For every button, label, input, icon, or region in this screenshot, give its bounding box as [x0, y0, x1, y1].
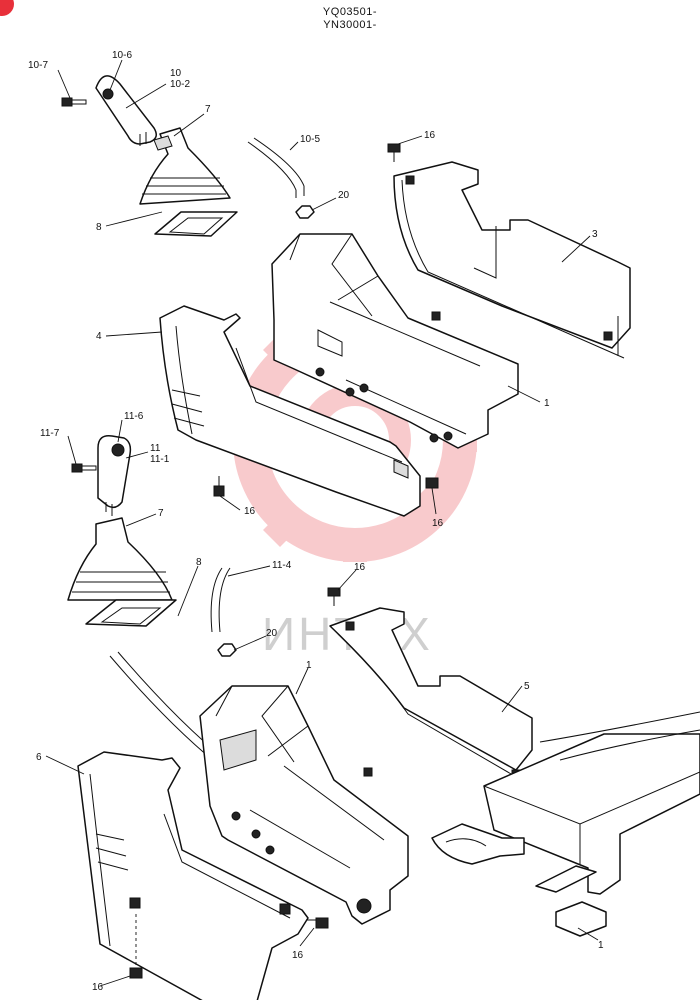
part-labels: 10-7 10-6 10 10-2 7 10-5 16 3 20 8 4 1 1…	[28, 50, 604, 993]
label-3: 3	[592, 229, 598, 240]
label-11-7: 11-7	[40, 428, 60, 439]
label-11: 11	[150, 443, 161, 454]
boot-plate-8	[154, 211, 238, 237]
nut-20-upper	[295, 205, 315, 219]
label-11-4: 11-4	[272, 560, 292, 571]
serial-range-line-2: YN30001-	[323, 19, 377, 31]
label-10-6: 10-6	[112, 50, 132, 61]
bolt-16-bottom-left	[129, 967, 143, 979]
label-1-lower: 1	[306, 660, 312, 671]
lever-knob-11	[97, 435, 132, 516]
bolt-16-top	[387, 143, 401, 162]
label-10-7: 10-7	[28, 60, 48, 71]
right-cover-3	[393, 161, 631, 359]
leader-lines	[45, 59, 599, 987]
bolt-16-bottom-right	[306, 917, 329, 929]
screw-10-7	[61, 97, 87, 107]
shift-rod-10-5	[247, 137, 305, 198]
label-1-bracket: 1	[598, 940, 604, 951]
nut-20-lower	[217, 643, 237, 657]
console-frame-1-upper	[271, 233, 519, 449]
label-4: 4	[96, 331, 102, 342]
label-16-right-upper: 16	[432, 518, 444, 529]
label-8-lower: 8	[196, 557, 202, 568]
label-16-top: 16	[424, 130, 436, 141]
boot-plate-8-lower	[85, 599, 177, 627]
shift-boot-7-lower	[67, 517, 173, 601]
right-cover-5	[329, 607, 533, 779]
label-10-2: 10-2	[170, 79, 190, 90]
bolt-16-mid	[327, 587, 341, 606]
label-5: 5	[524, 681, 530, 692]
screw-11-7	[71, 463, 97, 473]
label-1-upper: 1	[544, 398, 550, 409]
label-16-left-upper: 16	[244, 506, 256, 517]
label-8-upper: 8	[96, 222, 102, 233]
console-frame-1-lower	[199, 685, 409, 925]
lever-knob-10	[95, 75, 157, 146]
shift-boot-7	[139, 127, 231, 205]
label-16-bottom-left: 16	[92, 982, 104, 993]
label-16-mid: 16	[354, 562, 366, 573]
label-6: 6	[36, 752, 42, 763]
screw-16-left-upper	[213, 476, 225, 497]
label-11-1: 11-1	[150, 454, 170, 465]
serial-range-line-1: YQ03501-	[322, 6, 378, 18]
shift-rod-11-4	[210, 567, 231, 633]
label-10-5: 10-5	[300, 134, 320, 145]
left-cover-6	[77, 751, 309, 1005]
label-10: 10	[170, 68, 182, 79]
label-11-6: 11-6	[124, 411, 144, 422]
label-16-bottom-right: 16	[292, 950, 304, 961]
corner-badge	[0, 0, 14, 16]
label-7-upper: 7	[205, 104, 211, 115]
screw-16-right-upper	[425, 477, 439, 489]
label-20-lower: 20	[266, 628, 278, 639]
label-7-lower: 7	[158, 508, 164, 519]
label-20-upper: 20	[338, 190, 350, 201]
tractor-frame	[431, 711, 700, 937]
left-cover-4	[159, 305, 421, 517]
